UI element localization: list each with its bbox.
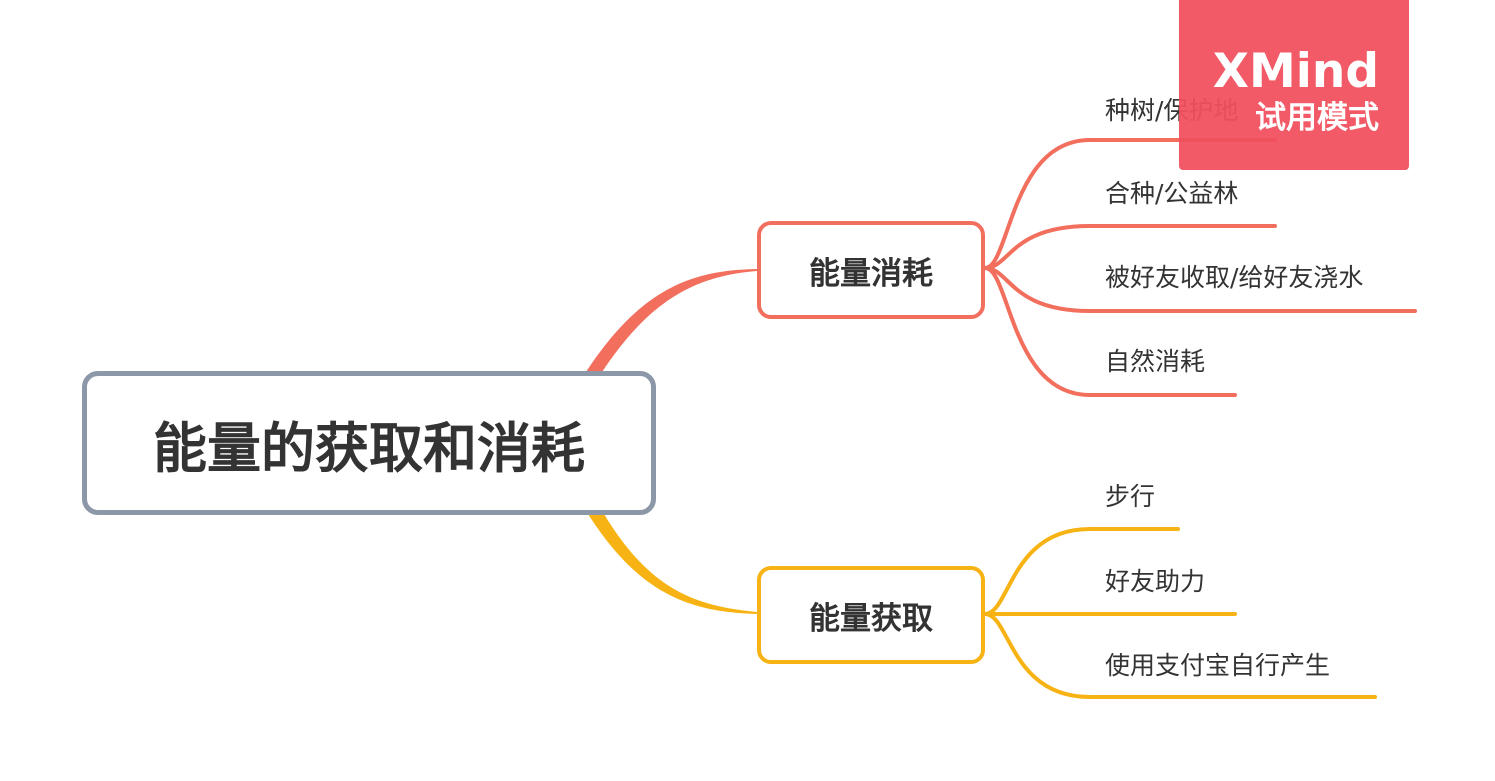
- connector-consume-3: [983, 266, 1417, 313]
- trial-watermark: XMind 试用模式: [1179, 0, 1409, 170]
- connector-root-gain: [588, 514, 757, 614]
- connectors-gain: [983, 527, 1377, 699]
- subtopic-alipay-generate[interactable]: 使用支付宝自行产生: [1105, 651, 1331, 680]
- subtopic-natural-consume[interactable]: 自然消耗: [1105, 347, 1206, 376]
- connector-consume-1: [983, 138, 1277, 270]
- main-topic-energy-gain[interactable]: 能量获取: [757, 566, 985, 664]
- central-topic[interactable]: 能量的获取和消耗: [82, 371, 656, 515]
- connector-gain-1: [983, 527, 1180, 616]
- watermark-brand: XMind: [1212, 44, 1379, 99]
- connector-gain-3: [983, 612, 1377, 699]
- connectors-consume: [983, 138, 1417, 397]
- watermark-mode: 试用模式: [1255, 100, 1379, 136]
- subtopic-joint-plant[interactable]: 合种/公益林: [1105, 179, 1239, 208]
- connector-consume-2: [983, 224, 1277, 270]
- main-topic-energy-consumption[interactable]: 能量消耗: [757, 221, 985, 319]
- subtopic-friend-help[interactable]: 好友助力: [1105, 567, 1206, 596]
- subtopic-friend-collect[interactable]: 被好友收取/给好友浇水: [1105, 263, 1364, 292]
- connector-root-consume: [586, 269, 757, 372]
- subtopic-walking[interactable]: 步行: [1105, 482, 1156, 511]
- connector-consume-4: [983, 266, 1237, 397]
